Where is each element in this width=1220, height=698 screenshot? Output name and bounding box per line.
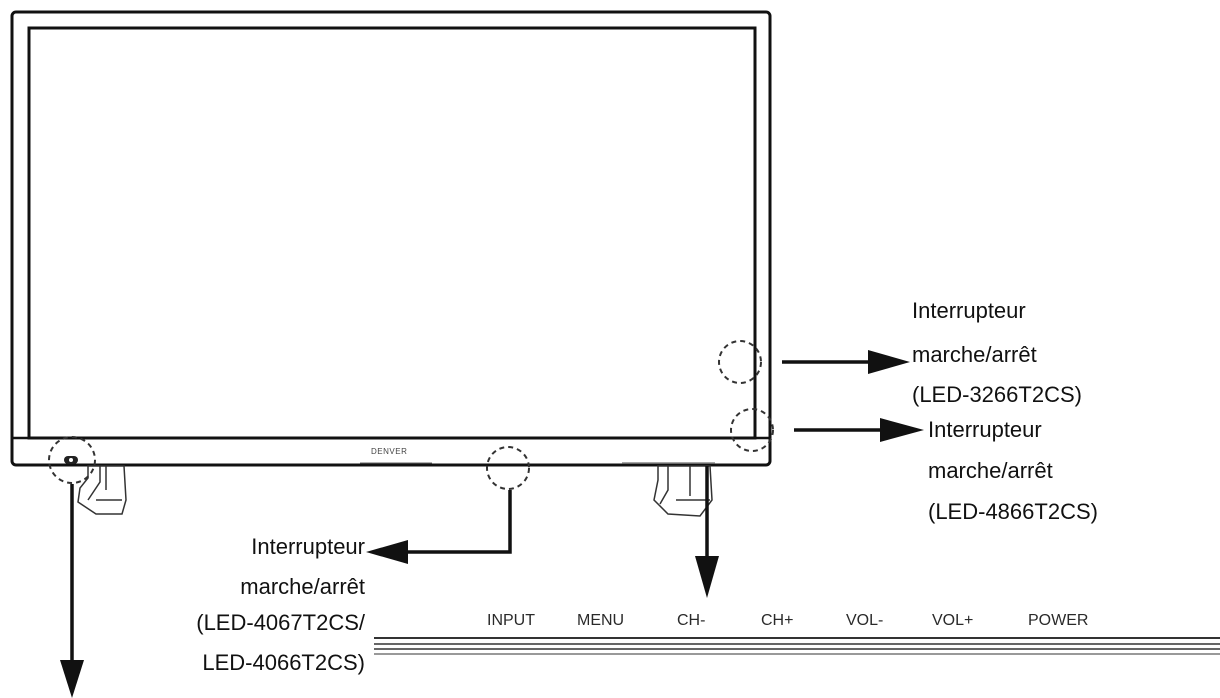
dashed-circle-left-power (48, 436, 96, 484)
callout-led4866-line1: Interrupteur (928, 417, 1042, 442)
arrow-left-down (60, 484, 84, 698)
arrow-led3266 (782, 350, 910, 374)
dashed-circle-led4866 (730, 408, 774, 452)
tv-frame (10, 10, 772, 467)
callout-led4067-line3: (LED-4067T2CS/ (196, 610, 365, 635)
dashed-circle-led4067 (486, 446, 530, 490)
callout-led4067-line2: marche/arrêt (240, 574, 365, 599)
button-label-vol-plus: VOL+ (932, 612, 974, 629)
power-switch-icon (64, 456, 78, 464)
callout-led4866-line2: marche/arrêt (928, 458, 1053, 483)
button-panel-edge (374, 637, 1220, 655)
callout-led3266-line2: marche/arrêt (912, 342, 1037, 367)
callout-led4067-line4: LED-4066T2CS) (202, 650, 365, 675)
callout-led4067-line1: Interrupteur (251, 534, 365, 559)
brand-logo: DENVER (371, 447, 408, 456)
callout-led3266-line3: (LED-3266T2CS) (912, 382, 1082, 407)
tv-screen (27, 26, 757, 440)
tv-left-foot (77, 465, 127, 515)
callout-led3266-line1: Interrupteur (912, 298, 1026, 323)
button-label-input: INPUT (487, 612, 535, 629)
button-label-ch-plus: CH+ (761, 612, 794, 629)
button-label-ch-minus: CH- (677, 612, 706, 629)
arrow-led4866 (794, 418, 924, 442)
tv-right-foot (653, 465, 713, 517)
button-label-vol-minus: VOL- (846, 612, 884, 629)
callout-led4866-line3: (LED-4866T2CS) (928, 499, 1098, 524)
button-label-power: POWER (1028, 612, 1089, 629)
arrow-led4067 (366, 490, 512, 564)
dashed-circle-led3266 (718, 340, 762, 384)
arrow-to-button-panel (695, 466, 719, 598)
button-label-menu: MENU (577, 612, 625, 629)
